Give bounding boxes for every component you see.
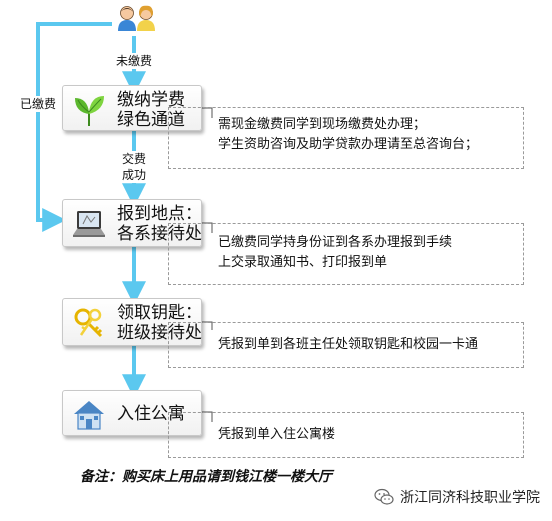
note-line: 上交录取通知书、打印报到单 [218, 255, 388, 270]
note-box-keys [168, 322, 524, 368]
note-box-move-in [168, 412, 524, 458]
remark: 备注：购买床上用品请到钱江楼一楼大厅 [80, 469, 332, 485]
step-register: 报到地点： 各系接待处 [62, 199, 202, 247]
label-unpaid: 未缴费 [112, 53, 156, 69]
label-paid: 已缴费 [14, 96, 62, 112]
label-payment-success-line1: 交费 [121, 152, 146, 166]
watermark-text: 浙江同济科技职业学院 [400, 490, 540, 506]
note-register: 已缴费同学持身份证到各系办理报到手续 上交录取通知书、打印报到单 [218, 233, 452, 273]
note-line: 已缴费同学持身份证到各系办理报到手续 [218, 235, 453, 250]
arrow-paid-bypass [36, 22, 112, 232]
note-line: 凭报到单入住公寓楼 [218, 427, 336, 442]
step-title: 报到地点： 各系接待处 [117, 204, 202, 244]
label-payment-success: 交费 成功 [116, 151, 152, 183]
step-move-in: 入住公寓 [62, 390, 202, 436]
step-title-line: 领取钥匙： [117, 303, 202, 323]
step-title-line: 各系接待处 [117, 224, 202, 244]
note-line: 需现金缴费同学到现场缴费处办理； [218, 117, 427, 132]
step-title-line: 班级接待处 [117, 323, 202, 343]
laptop-icon [71, 206, 107, 242]
leaf-icon [71, 92, 107, 128]
note-move-in: 凭报到单入住公寓楼 [218, 425, 335, 445]
note-connector-1 [202, 107, 213, 118]
step-title: 领取钥匙： 班级接待处 [117, 303, 202, 343]
note-tuition: 需现金缴费同学到现场缴费处办理； 学生资助咨询及助学贷款办理请至总咨询台； [218, 115, 478, 155]
step-title-line: 报到地点： [117, 204, 202, 224]
students-icon [116, 5, 158, 31]
step-title-line: 缴纳学费 [117, 90, 185, 110]
note-line: 学生资助咨询及助学贷款办理请至总咨询台； [218, 137, 479, 152]
wechat-icon [374, 488, 394, 506]
note-line: 凭报到单到各班主任处领取钥匙和校园一卡通 [218, 337, 479, 352]
keys-icon [71, 305, 107, 341]
watermark: 浙江同济科技职业学院 [374, 486, 540, 508]
note-box-tuition [168, 107, 524, 169]
label-payment-success-line2: 成功 [121, 168, 146, 182]
note-keys: 凭报到单到各班主任处领取钥匙和校园一卡通 [218, 335, 478, 355]
house-icon [71, 397, 107, 433]
note-box-register [168, 223, 524, 285]
step-pay-tuition: 缴纳学费 绿色通道 [62, 85, 202, 131]
